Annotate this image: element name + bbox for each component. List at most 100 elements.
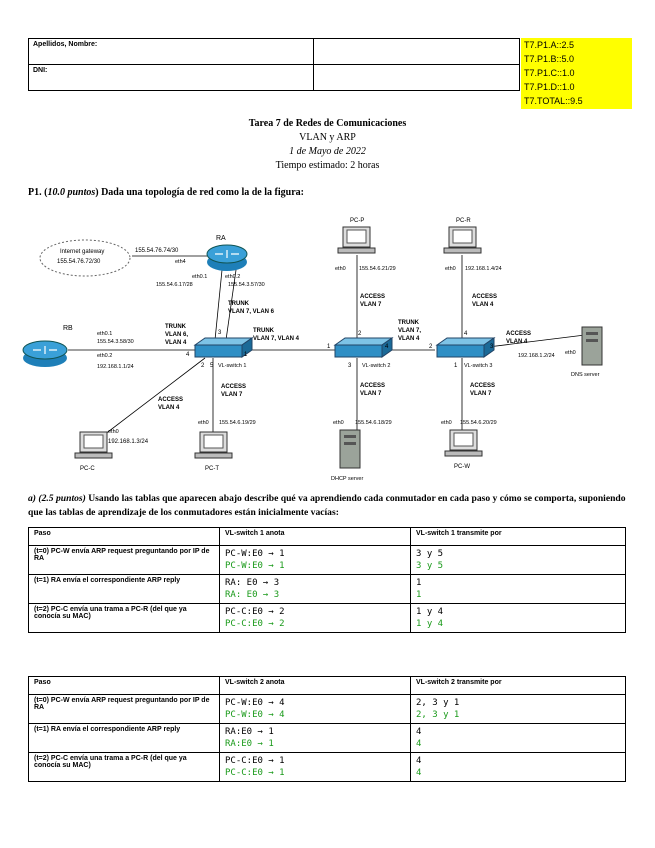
ra-link-ip: 155.54.76.74/30 bbox=[135, 248, 179, 254]
table-row: (t=1) RA envía el correspondiente ARP re… bbox=[28, 574, 626, 604]
rb-label: RB bbox=[63, 325, 73, 332]
cloud-icon bbox=[39, 239, 131, 277]
doc-title: Tarea 7 de Redes de Comunicaciones bbox=[248, 118, 407, 129]
pc-t-ip: 155.54.6.19/29 bbox=[219, 420, 256, 426]
dhcp-label: DHCP server bbox=[331, 476, 363, 482]
port-label: 3 bbox=[348, 363, 352, 369]
pc-r-label: PC-R bbox=[456, 218, 471, 224]
pc-p-label: PC-P bbox=[350, 218, 364, 224]
dns-server-icon bbox=[581, 326, 603, 366]
ra-port-eth: eth4 bbox=[175, 259, 186, 265]
ra-label: RA bbox=[216, 235, 226, 242]
port-label: 3 bbox=[218, 330, 222, 336]
port-label: 1 bbox=[454, 363, 458, 369]
router-ra-icon bbox=[206, 244, 248, 271]
rb-eth1: eth0.1 bbox=[97, 331, 112, 337]
pc-r-icon bbox=[443, 226, 482, 254]
table-header: VL-switch 2 transmite por bbox=[410, 676, 626, 695]
dni-label: DNI: bbox=[27, 64, 315, 91]
pc-w-ip: 155.54.6.20/29 bbox=[460, 420, 497, 426]
switch-1-table: Paso VL-switch 1 anota VL-switch 1 trans… bbox=[28, 527, 626, 633]
rb-eth2: eth0.2 bbox=[97, 353, 112, 359]
part-a-statement: a) (2.5 puntos) Usando las tablas que ap… bbox=[28, 493, 626, 518]
dns-ip: 192.168.1.2/24 bbox=[518, 353, 555, 359]
p1-statement: P1. (10.0 puntos) Dada una topología de … bbox=[28, 187, 304, 198]
port-label: 4 bbox=[464, 331, 468, 337]
rb-eth2-ip: 192.168.1.1/24 bbox=[97, 364, 134, 370]
table-header: VL-switch 1 transmite por bbox=[410, 527, 626, 546]
switch-1-icon bbox=[193, 337, 254, 358]
dhcp-ip: 155.54.6.18/29 bbox=[355, 420, 392, 426]
table-header: Paso bbox=[28, 676, 220, 695]
pc-p-eth: eth0 bbox=[335, 266, 346, 272]
switch-2-icon bbox=[333, 337, 394, 358]
port-label: 1 bbox=[327, 344, 331, 350]
internet-net: 155.54.76.72/30 bbox=[57, 259, 101, 265]
switch-3-icon bbox=[435, 337, 496, 358]
pc-p-ip: 155.54.6.21/29 bbox=[359, 266, 396, 272]
port-label: 1 bbox=[244, 352, 248, 358]
pc-w-label: PC-W bbox=[454, 464, 470, 470]
network-diagram: Internet gateway 155.54.76.72/30 155.54.… bbox=[22, 218, 603, 482]
port-label: 2 bbox=[429, 344, 433, 350]
port-label: 3 bbox=[490, 344, 494, 350]
port-label: 4 bbox=[186, 352, 190, 358]
pc-c-ip: 192.168.1.3/24 bbox=[108, 439, 149, 445]
switch-2-table: Paso VL-switch 2 anota VL-switch 2 trans… bbox=[28, 676, 626, 782]
pc-r-eth: eth0 bbox=[445, 266, 456, 272]
switch-1-label: VL-switch 1 bbox=[218, 363, 246, 369]
table-row: (t=0) PC-W envía ARP request preguntando… bbox=[28, 545, 626, 575]
name-field[interactable] bbox=[313, 38, 520, 65]
grade-line: T7.P1.C::1.0 bbox=[524, 68, 575, 78]
dns-label: DNS server bbox=[571, 372, 600, 378]
ra-eth2-ip: 155.54.3.57/30 bbox=[228, 282, 265, 288]
switch-3-label: VL-switch 3 bbox=[464, 363, 492, 369]
router-rb-icon bbox=[22, 340, 68, 367]
grades-box: T7.P1.A::2.5 T7.P1.B::5.0 T7.P1.C::1.0 T… bbox=[521, 38, 632, 109]
grade-line: T7.P1.A::2.5 bbox=[524, 40, 575, 50]
dhcp-eth: eth0 bbox=[333, 420, 344, 426]
pc-c-icon bbox=[74, 431, 113, 459]
table-row: (t=2) PC-C envía una trama a PC-R (del q… bbox=[28, 752, 626, 782]
pc-p-icon bbox=[337, 226, 376, 254]
header-table: Apellidos, Nombre: DNI: bbox=[27, 38, 520, 91]
doc-date: 1 de Mayo de 2022 bbox=[289, 146, 366, 157]
doc-subtitle: VLAN y ARP bbox=[299, 132, 356, 143]
pc-t-eth: eth0 bbox=[198, 420, 209, 426]
pc-c-eth: eth0 bbox=[108, 429, 119, 435]
port-label: 2 bbox=[201, 363, 205, 369]
table-row: (t=1) RA envía el correspondiente ARP re… bbox=[28, 723, 626, 753]
table-header: VL-switch 1 anota bbox=[219, 527, 411, 546]
grade-line: T7.P1.B::5.0 bbox=[524, 54, 575, 64]
port-label: 2 bbox=[358, 331, 362, 337]
port-label: 5 bbox=[210, 363, 214, 369]
table-row: (t=0) PC-W envía ARP request preguntando… bbox=[28, 694, 626, 724]
table-header: VL-switch 2 anota bbox=[219, 676, 411, 695]
dni-field[interactable] bbox=[313, 64, 520, 91]
doc-time: Tiempo estimado: 2 horas bbox=[275, 160, 380, 171]
switch-2-label: VL-switch 2 bbox=[362, 363, 390, 369]
pc-t-icon bbox=[194, 431, 233, 459]
grade-line: T7.TOTAL::9.5 bbox=[524, 96, 583, 106]
pc-w-icon bbox=[444, 429, 483, 457]
name-label: Apellidos, Nombre: bbox=[27, 38, 315, 65]
table-header: Paso bbox=[28, 527, 220, 546]
table-row: (t=2) PC-C envía una trama a PC-R (del q… bbox=[28, 603, 626, 633]
internet-label: Internet gateway bbox=[60, 249, 104, 255]
ra-eth1-ip: 155.54.6.17/28 bbox=[156, 282, 193, 288]
port-label: 4 bbox=[385, 344, 389, 350]
grade-line: T7.P1.D::1.0 bbox=[524, 82, 575, 92]
pc-c-label: PC-C bbox=[80, 466, 95, 472]
pc-t-label: PC-T bbox=[205, 466, 219, 472]
rb-eth1-ip: 155.54.3.58/30 bbox=[97, 339, 134, 345]
